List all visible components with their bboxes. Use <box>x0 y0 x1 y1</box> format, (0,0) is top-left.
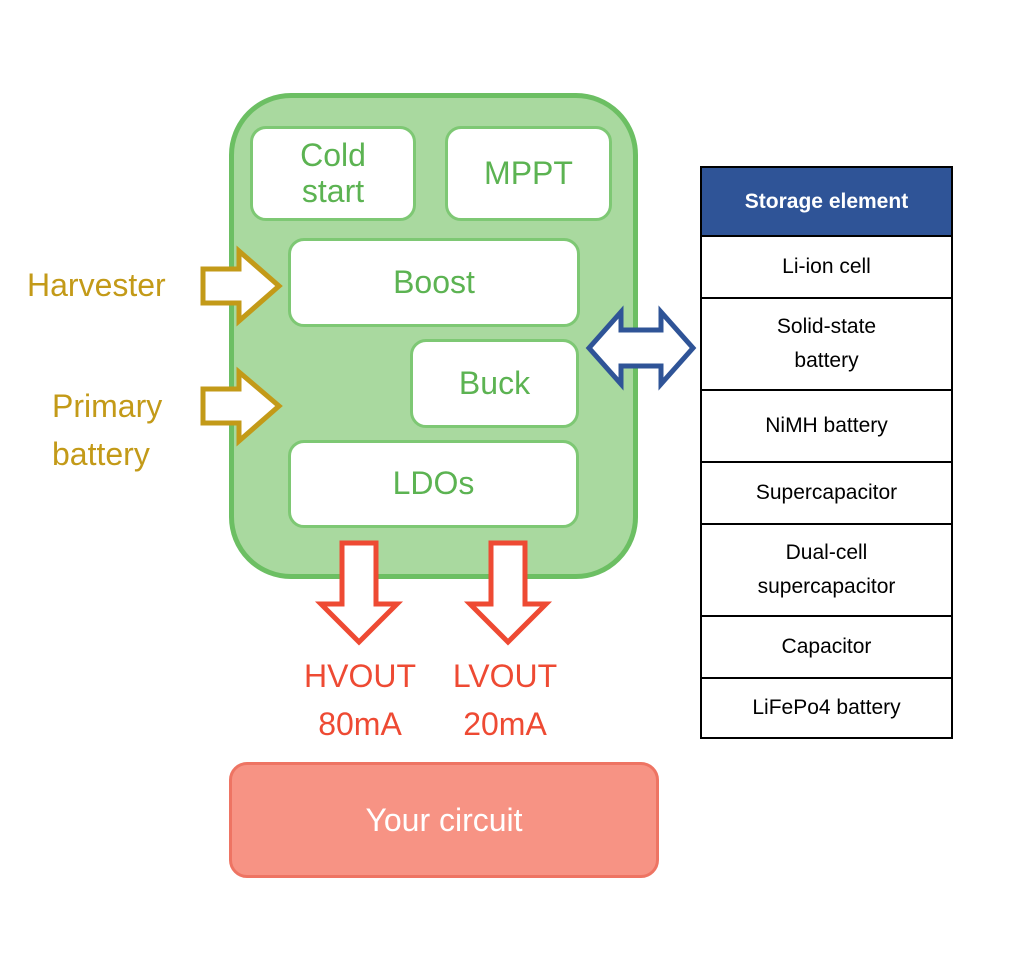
hvout-name: HVOUT <box>304 658 416 694</box>
buck-block: Buck <box>410 339 579 428</box>
primary-battery-line1: Primary <box>52 388 163 424</box>
buck-label: Buck <box>458 364 531 401</box>
storage-row-solid-state: Solid-state battery <box>702 297 951 389</box>
storage-row-supercapacitor: Supercapacitor <box>702 461 951 523</box>
storage-row-li-ion: Li-ion cell <box>702 235 951 297</box>
harvester-label: Harvester <box>27 261 166 309</box>
cold-start-block: Cold start <box>250 126 416 221</box>
storage-row-dual-cell: Dual-cell supercapacitor <box>702 523 951 615</box>
lvout-label: LVOUT 20mA <box>435 652 575 748</box>
lvout-current: 20mA <box>463 706 547 742</box>
storage-item-label: Dual-cell supercapacitor <box>757 541 896 598</box>
storage-row-nimh: NiMH battery <box>702 389 951 461</box>
storage-item-label: NiMH battery <box>765 414 888 438</box>
storage-header-label: Storage element <box>744 189 909 213</box>
lvout-name: LVOUT <box>452 658 558 694</box>
storage-item-label: Supercapacitor <box>755 481 898 505</box>
storage-bidirectional-arrow-icon <box>585 305 697 391</box>
storage-row-capacitor: Capacitor <box>702 615 951 677</box>
storage-element-table: Storage element Li-ion cell Solid-state … <box>700 166 953 739</box>
hvout-label: HVOUT 80mA <box>290 652 430 748</box>
storage-row-lifepo4: LiFePo4 battery <box>702 677 951 736</box>
storage-item-label: LiFePo4 battery <box>752 695 901 719</box>
mppt-block: MPPT <box>445 126 612 221</box>
hvout-arrow-icon <box>314 540 404 646</box>
cold-start-label: Cold start <box>300 136 366 209</box>
storage-item-label: Li-ion cell <box>782 255 871 279</box>
boost-label: Boost <box>393 263 475 300</box>
primary-battery-arrow-icon <box>200 366 283 447</box>
lvout-arrow-icon <box>463 540 553 646</box>
storage-item-label: Solid-state battery <box>776 315 877 372</box>
your-circuit-block: Your circuit <box>229 762 659 878</box>
hvout-current: 80mA <box>318 706 402 742</box>
harvester-arrow-icon <box>200 245 283 327</box>
storage-table-header: Storage element <box>702 168 951 235</box>
boost-block: Boost <box>288 238 580 327</box>
mppt-label: MPPT <box>484 154 573 191</box>
ldos-block: LDOs <box>288 440 579 528</box>
harvester-text: Harvester <box>27 267 166 303</box>
ldos-label: LDOs <box>392 465 475 502</box>
primary-battery-label: Primary battery <box>52 382 162 478</box>
your-circuit-label: Your circuit <box>365 801 523 838</box>
primary-battery-line2: battery <box>52 436 150 472</box>
storage-item-label: Capacitor <box>781 635 872 659</box>
